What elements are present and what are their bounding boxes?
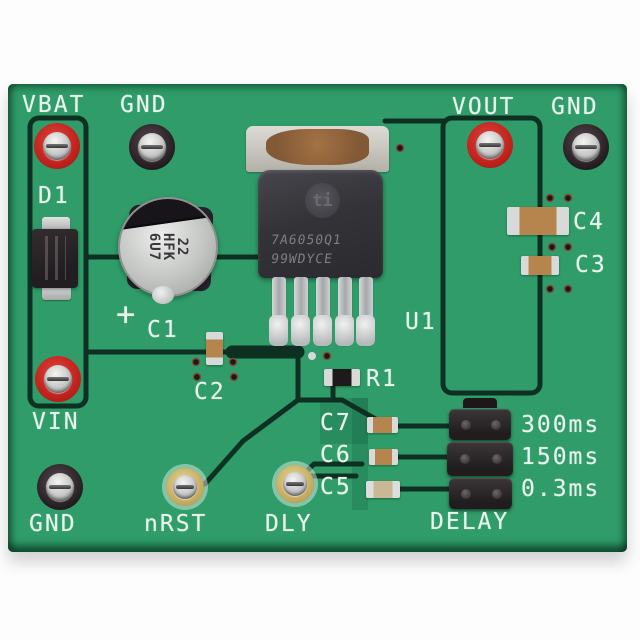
label-delay-03ms: 0.3ms xyxy=(521,476,601,502)
test-point-vbat xyxy=(34,123,80,169)
terminal-metal xyxy=(283,472,307,496)
label-vin: VIN xyxy=(32,409,80,435)
label-delay: DELAY xyxy=(430,509,510,535)
label-gnd-top-right: GND xyxy=(551,94,599,120)
label-delay-300ms: 300ms xyxy=(521,412,601,438)
jumper-pin-dot xyxy=(461,419,471,430)
delay-jumper-03ms xyxy=(449,478,512,509)
test-point-gnd-top-right xyxy=(563,124,609,170)
test-point-gnd-bottom-left xyxy=(37,464,83,510)
label-c6: C6 xyxy=(320,442,352,468)
terminal-metal xyxy=(42,131,72,161)
label-d1: D1 xyxy=(38,183,70,209)
terminal-metal xyxy=(475,130,505,160)
label-c4: C4 xyxy=(573,209,605,235)
terminal-metal xyxy=(173,475,197,499)
label-r1: R1 xyxy=(366,366,398,392)
terminal-metal xyxy=(571,132,601,162)
terminal-slot xyxy=(176,485,194,489)
label-c7: C7 xyxy=(320,410,352,436)
label-u1: U1 xyxy=(405,309,437,335)
solder-blob xyxy=(152,286,174,304)
ic-u1-marking-line2: 99WDYCE xyxy=(269,252,334,267)
cap-c1-marking-line: 22 xyxy=(174,237,191,257)
solder-pad xyxy=(313,315,332,346)
terminal-metal xyxy=(45,472,75,502)
ic-u1-flux-stain xyxy=(266,128,369,165)
label-gnd-bottom-left: GND xyxy=(29,511,77,537)
cap-c1-can: 22 HFK 6U7 xyxy=(118,197,218,297)
label-vout: VOUT xyxy=(452,94,516,120)
cap-c3-part xyxy=(521,256,559,275)
delay-jumper-300ms xyxy=(449,409,511,440)
cap-c1-marking-line: 6U7 xyxy=(145,232,162,262)
test-point-nrst xyxy=(166,468,204,506)
label-c1-plus: + xyxy=(116,295,136,333)
label-gnd-top-left: GND xyxy=(120,92,168,118)
terminal-slot xyxy=(575,144,597,150)
test-point-dly xyxy=(276,465,314,503)
jumper-pin-dot xyxy=(461,488,471,499)
label-c2: C2 xyxy=(194,379,226,405)
terminal-slot xyxy=(47,376,69,382)
terminal-slot xyxy=(479,142,501,148)
cap-c7-part xyxy=(367,417,398,433)
ic-u1-marking-line1: 7A6050Q1 xyxy=(269,233,343,248)
ti-logo-text: ti xyxy=(312,190,333,211)
jumper-pin-dot xyxy=(460,454,470,464)
cap-c6-part xyxy=(369,449,398,465)
label-delay-150ms: 150ms xyxy=(521,444,601,470)
label-c5: C5 xyxy=(320,474,352,500)
label-dly: DLY xyxy=(265,511,313,537)
solder-pad xyxy=(356,315,375,346)
cap-c2-part xyxy=(206,332,223,365)
terminal-slot xyxy=(141,144,163,150)
cap-c1-marking: 22 HFK 6U7 xyxy=(120,199,216,295)
label-c1: C1 xyxy=(147,317,179,343)
label-nrst: nRST xyxy=(144,511,208,537)
terminal-metal xyxy=(137,132,167,162)
solder-pad xyxy=(269,315,288,346)
delay-jumper-tab xyxy=(463,398,497,408)
test-point-gnd-top-left xyxy=(129,124,175,170)
terminal-metal xyxy=(43,364,73,394)
resistor-r1-part xyxy=(324,369,360,386)
label-vbat: VBAT xyxy=(22,92,86,118)
jumper-pin-dot xyxy=(492,488,502,499)
terminal-slot xyxy=(286,482,304,486)
label-c3: C3 xyxy=(575,252,607,278)
jumper-pin-dot xyxy=(492,454,502,464)
delay-jumper-150ms xyxy=(447,442,513,476)
cap-c5-part xyxy=(366,481,400,498)
terminal-slot xyxy=(49,484,71,490)
jumper-pin-dot xyxy=(491,419,501,430)
ic-u1-body: ti 7A6050Q1 99WDYCE xyxy=(258,170,383,278)
solder-pad xyxy=(335,315,354,346)
solder-pad xyxy=(291,315,310,346)
terminal-slot xyxy=(46,143,68,149)
cap-c4-part xyxy=(507,207,569,235)
diode-d1-marking xyxy=(44,236,67,280)
diode-d1-body xyxy=(32,229,78,288)
test-point-vout xyxy=(467,122,513,168)
cap-c1-marking-line: HFK xyxy=(160,232,177,262)
test-point-vin xyxy=(35,356,81,402)
ic-u1-tab xyxy=(246,126,389,172)
ti-logo-icon: ti xyxy=(305,183,340,218)
